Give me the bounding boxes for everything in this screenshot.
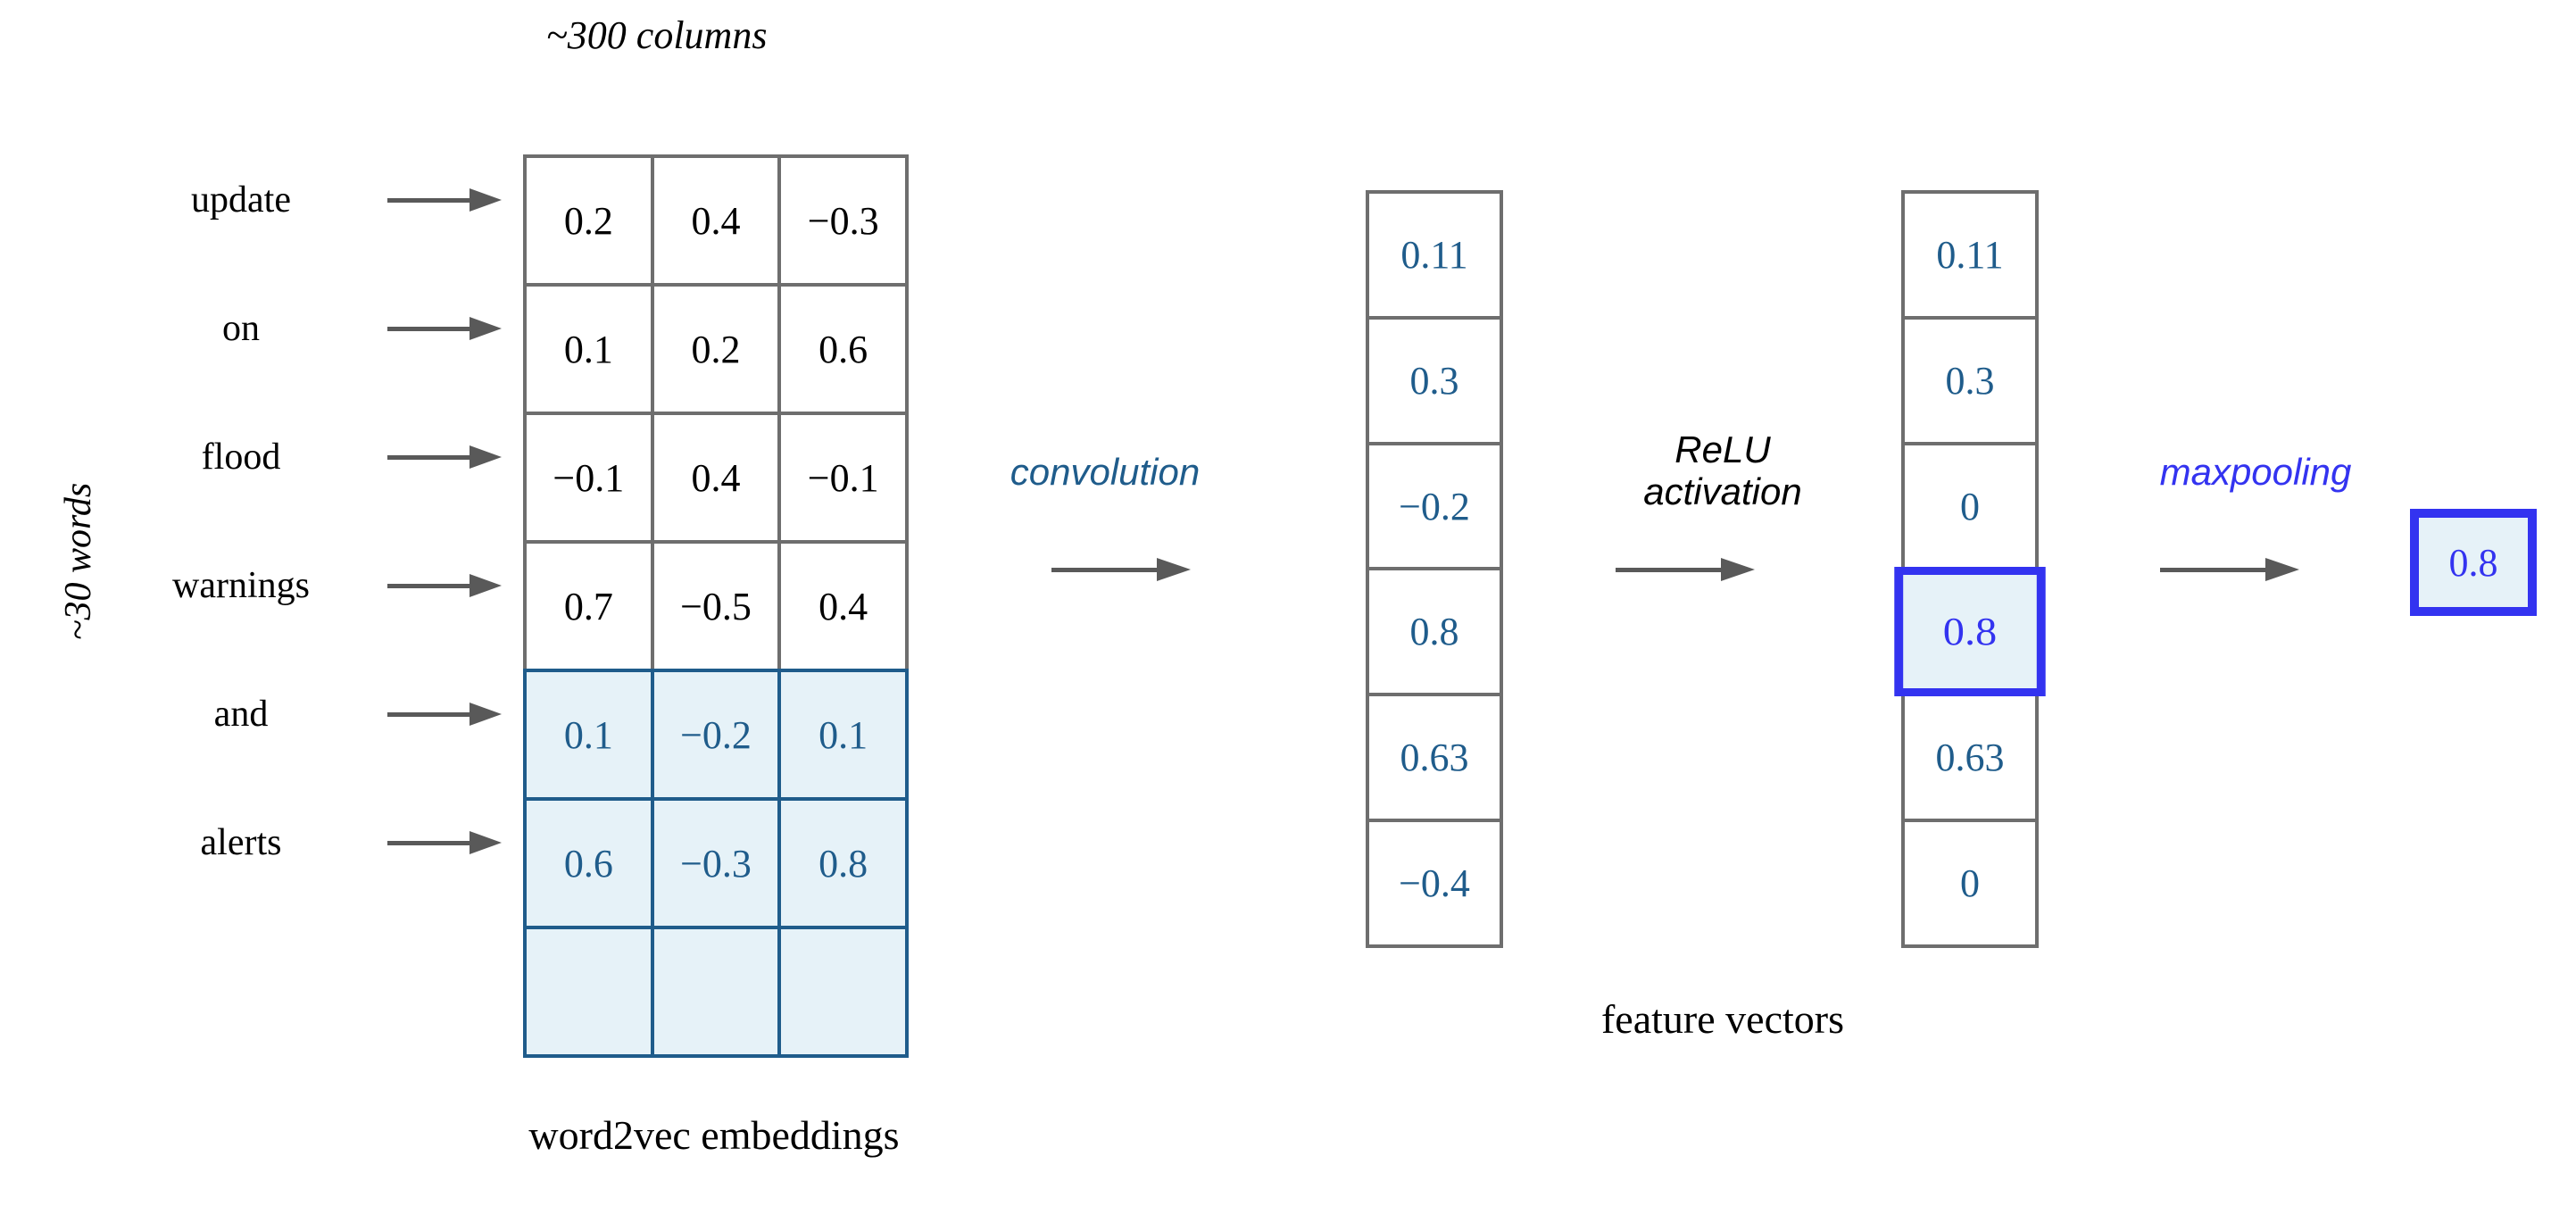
feature-pre-relu-cell: 0.63 xyxy=(1366,693,1503,823)
word-row: alerts xyxy=(107,799,518,886)
feature-pre-relu-cell: 0.11 xyxy=(1366,190,1503,320)
word-arrow-icon xyxy=(387,317,521,340)
embedding-cell: 0.2 xyxy=(523,154,654,287)
maxpooling-output-value: 0.8 xyxy=(2410,509,2537,616)
word-arrow-icon xyxy=(387,188,521,212)
convolution-arrow-icon xyxy=(1051,558,1194,581)
feature-post-relu-cell: 0 xyxy=(1901,441,2039,571)
word-label: on xyxy=(222,308,260,349)
feature-post-relu-cell: 0.3 xyxy=(1901,315,2039,445)
word-label: warnings xyxy=(172,565,310,606)
embedding-cell: 0.4 xyxy=(650,412,782,544)
embedding-cell: 0.6 xyxy=(523,797,654,929)
word-row: and xyxy=(107,670,518,758)
embedding-cell: −0.1 xyxy=(523,412,654,544)
relu-label-line2: activation xyxy=(1643,470,1802,513)
embedding-cell: 0.1 xyxy=(523,669,654,801)
maxpooling-arrow-icon xyxy=(2160,558,2303,581)
embedding-cell: −0.2 xyxy=(650,669,782,801)
word-arrow-icon xyxy=(387,445,521,469)
embedding-cell: −0.3 xyxy=(650,797,782,929)
embedding-cell: 0.7 xyxy=(523,540,654,672)
word-arrow-icon xyxy=(387,574,521,597)
embedding-cell: −0.3 xyxy=(777,154,909,287)
feature-post-relu-cell: 0.11 xyxy=(1901,190,2039,320)
embedding-cell xyxy=(523,926,654,1058)
feature-post-relu-cell: 0 xyxy=(1901,819,2039,948)
embedding-cell xyxy=(777,926,909,1058)
feature-post-relu-cell: 0.63 xyxy=(1901,693,2039,823)
feature-pre-relu-cell: −0.2 xyxy=(1366,441,1503,571)
word-label: flood xyxy=(201,437,281,478)
embedding-cell xyxy=(650,926,782,1058)
embedding-cell: 0.1 xyxy=(777,669,909,801)
word-row: update xyxy=(107,156,518,244)
embedding-cell: 0.2 xyxy=(650,283,782,415)
feature-post-relu-cell-max: 0.8 xyxy=(1894,567,2046,697)
embedding-cell: 0.8 xyxy=(777,797,909,929)
word-label: update xyxy=(191,179,291,220)
relu-arrow-icon xyxy=(1616,558,1758,581)
feature-pre-relu-cell: −0.4 xyxy=(1366,819,1503,948)
feature-pre-relu-cell: 0.3 xyxy=(1366,315,1503,445)
embeddings-caption: word2vec embeddings xyxy=(528,1112,900,1158)
words-heading: ~30 words xyxy=(58,482,99,641)
word-arrow-icon xyxy=(387,703,521,726)
word-label: alerts xyxy=(200,822,282,863)
convolution-label: convolution xyxy=(1010,451,1201,493)
embedding-cell: 0.1 xyxy=(523,283,654,415)
embedding-cell: 0.4 xyxy=(650,154,782,287)
word-row: warnings xyxy=(107,542,518,629)
relu-label-line1: ReLU xyxy=(1674,428,1771,470)
embedding-cell: −0.1 xyxy=(777,412,909,544)
columns-heading: ~300 columns xyxy=(546,13,768,57)
feature-vectors-caption: feature vectors xyxy=(1600,996,1844,1042)
feature-pre-relu-cell: 0.8 xyxy=(1366,567,1503,697)
word-label: and xyxy=(213,694,269,735)
embedding-cell: −0.5 xyxy=(650,540,782,672)
word-arrow-icon xyxy=(387,831,521,854)
word-row: flood xyxy=(107,413,518,501)
maxpooling-label: maxpooling xyxy=(2159,451,2352,493)
embedding-cell: 0.4 xyxy=(777,540,909,672)
relu-activation-label: ReLU activation xyxy=(1589,428,1857,512)
embedding-cell: 0.6 xyxy=(777,283,909,415)
word-row: on xyxy=(107,285,518,372)
